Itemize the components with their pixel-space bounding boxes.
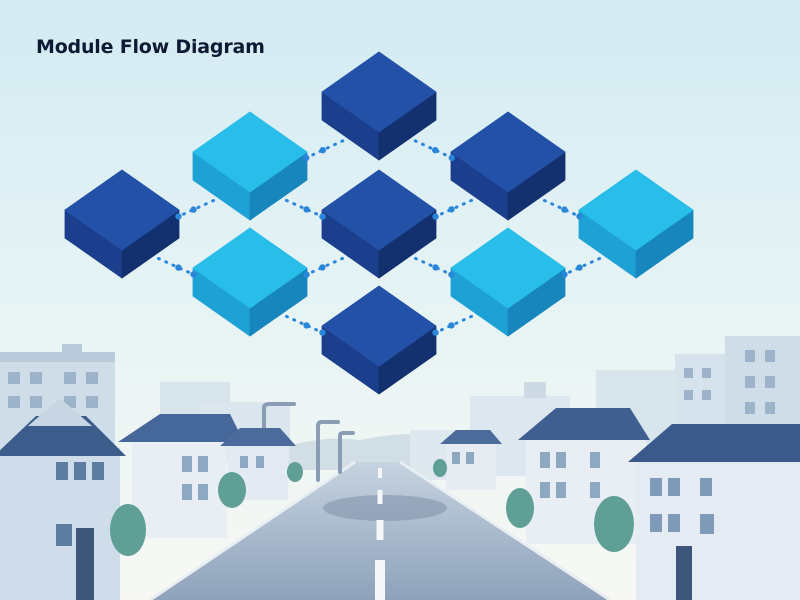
houses-left — [0, 398, 296, 600]
connector-endpoint-dot — [175, 264, 182, 271]
connector-endpoint-dot — [303, 154, 310, 162]
connector-endpoint-dot — [561, 271, 568, 278]
road-center-line — [375, 468, 385, 600]
connector-endpoint-dot — [303, 271, 310, 278]
module-left — [64, 169, 180, 279]
connector-endpoint-dot — [319, 146, 326, 154]
module-top-top-face — [321, 51, 437, 133]
module-lower-left — [192, 227, 308, 337]
connector-endpoint-dot — [319, 329, 326, 336]
connector-endpoint-dot — [448, 271, 455, 278]
module-left-top-face — [64, 169, 180, 251]
connector-endpoint-dot — [190, 271, 197, 278]
connector-endpoint-dot — [448, 154, 455, 162]
module-upper-left-top-face — [192, 111, 308, 193]
module-center — [321, 169, 437, 279]
connector-endpoint-dot — [175, 213, 182, 220]
connector-endpoint-dot — [303, 322, 310, 329]
road-edge-left — [149, 460, 356, 600]
diagram-title: Module Flow Diagram — [36, 36, 265, 58]
road-edge-right — [399, 460, 611, 600]
module-lower-left-top-face — [192, 227, 308, 309]
connector-endpoint-dot — [448, 322, 455, 329]
connector-endpoint-dot — [561, 206, 568, 213]
connector-endpoint-dot — [190, 206, 197, 213]
connector-endpoint-dot — [319, 213, 326, 220]
module-upper-left — [192, 111, 308, 221]
connector-endpoint-dot — [432, 213, 439, 220]
module-bottom-top-face — [321, 285, 437, 367]
connector-endpoint-dot — [432, 264, 439, 271]
module-right — [578, 169, 694, 279]
connector-endpoint-dot — [432, 146, 439, 154]
module-top — [321, 51, 437, 161]
modules-layer — [64, 51, 694, 395]
connector-endpoint-dot — [319, 264, 326, 271]
module-upper-right — [450, 111, 566, 221]
road-shadow — [323, 495, 447, 521]
module-lower-right-top-face — [450, 227, 566, 309]
connector-endpoint-dot — [576, 213, 583, 220]
connector-endpoint-dot — [448, 206, 455, 213]
houses-right — [440, 408, 800, 600]
module-bottom — [321, 285, 437, 395]
trees — [110, 459, 634, 556]
street-lamps — [262, 402, 355, 500]
module-lower-right — [450, 227, 566, 337]
module-center-top-face — [321, 169, 437, 251]
connector-endpoint-dot — [303, 206, 310, 213]
connector-endpoint-dot — [432, 329, 439, 336]
connector-endpoint-dot — [576, 264, 583, 271]
module-right-top-face — [578, 169, 694, 251]
module-upper-right-top-face — [450, 111, 566, 193]
